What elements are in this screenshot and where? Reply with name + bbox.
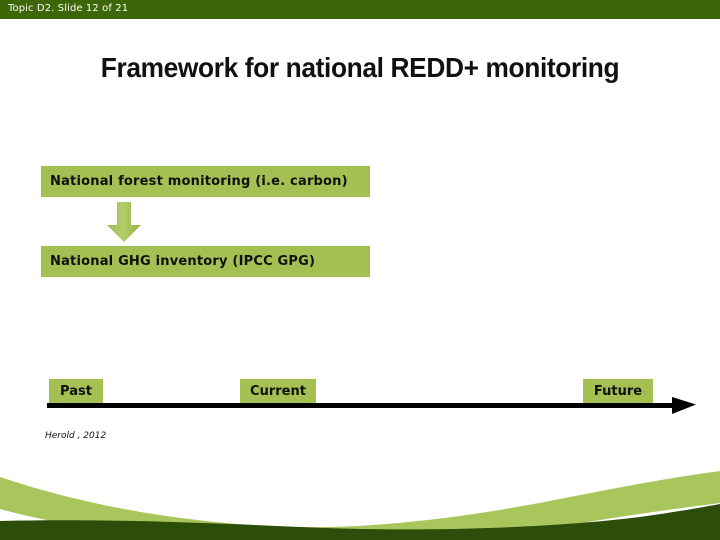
timeline-label-current: Current [240,379,316,403]
box-national-forest-monitoring-label: National forest monitoring (i.e. carbon) [50,174,348,189]
timeline-label-past-text: Past [60,383,92,399]
source-citation: Herold , 2012 [45,431,107,441]
down-arrow-icon [104,200,144,244]
wave-dark-shape [0,504,720,540]
box-national-forest-monitoring: National forest monitoring (i.e. carbon) [41,166,370,197]
timeline-label-future-text: Future [593,383,643,399]
timeline-label-past: Past [49,379,103,403]
timeline-label-current-text: Current [250,383,306,399]
box-national-ghg-inventory-label: National GHG inventory (IPCC GPG) [50,254,316,269]
box-national-ghg-inventory: National GHG inventory (IPCC GPG) [41,246,370,277]
timeline-axis [47,403,682,408]
page-title: Framework for national REDD+ monitoring [100,52,620,83]
timeline-label-future: Future [583,379,653,403]
slide-counter-text: Topic D2. Slide 12 of 21 [8,3,129,14]
footer-wave-decoration [0,455,720,540]
slide-header-bar: Topic D2. Slide 12 of 21 [0,0,720,19]
timeline-arrowhead-icon [672,393,698,418]
